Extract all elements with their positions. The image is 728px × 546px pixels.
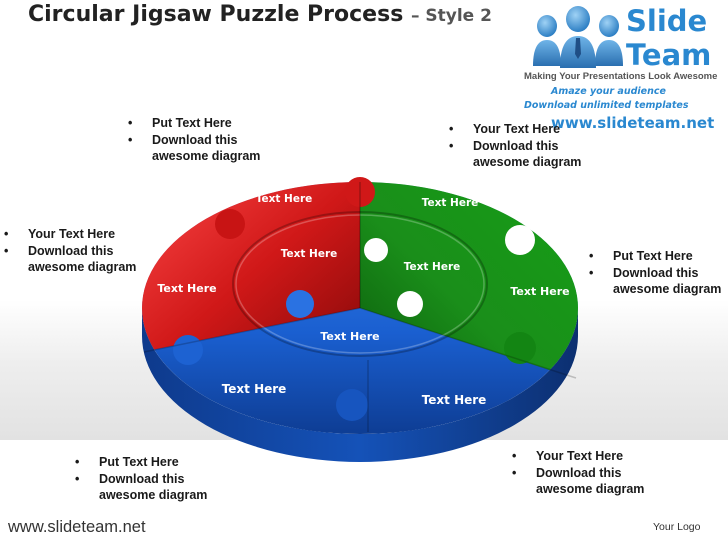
blue-right-label: Text Here [422,393,487,407]
bullet-item: awesome diagram [99,488,208,502]
bullet-item: Download this [589,265,721,282]
title-style: – Style 2 [410,6,492,26]
inner-blue-label: Text Here [320,330,379,343]
puzzle-tab [345,177,375,207]
red-top-label: Text Here [256,193,313,205]
page-title: Circular Jigsaw Puzzle Process – Style 2 [28,2,492,27]
bullets-bottom-right: Your Text Here Download this awesome dia… [512,448,644,498]
title-main: Circular Jigsaw Puzzle Process [28,2,404,27]
puzzle-tab [215,209,245,239]
bullet-item: Download this [4,243,136,260]
bullets-mid-left: Your Text Here Download this awesome dia… [4,226,136,276]
bullet-item: Your Text Here [512,448,644,465]
puzzle-tab [286,290,314,318]
bullet-item: Your Text Here [4,226,136,243]
bullet-item: Put Text Here [589,248,721,265]
bullets-top-left: Put Text Here Download this awesome diag… [128,115,260,165]
bullet-item: awesome diagram [536,482,645,496]
red-left-label: Text Here [157,282,216,295]
promo-line-2: Download unlimited templates [524,100,689,111]
puzzle-tab [505,225,535,255]
disk-side [142,308,578,462]
logo-placeholder: Your Logo [653,521,701,533]
puzzle-tab [364,238,388,262]
promo-line-1: Amaze your audience [551,86,666,97]
bullets-bottom-left: Put Text Here Download this awesome diag… [75,454,207,504]
bullets-top-right: Your Text Here Download this awesome dia… [449,121,581,171]
green-right-label: Text Here [510,285,569,298]
footer-url[interactable]: www.slideteam.net [8,518,146,536]
brand-tagline: Making Your Presentations Look Awesome [524,71,718,82]
bullet-item: Your Text Here [449,121,581,138]
puzzle-tab [173,335,203,365]
green-top-label: Text Here [422,197,479,209]
promo-url[interactable]: www.slideteam.net [551,114,715,132]
puzzle-tab [504,332,536,364]
inner-green-label: Text Here [404,261,461,273]
inner-ring [232,211,488,357]
bullet-item: awesome diagram [28,260,137,274]
puzzle-tab [397,291,423,317]
team-people-icon [533,6,623,68]
bullet-item: awesome diagram [613,282,722,296]
bullet-item: Download this [75,471,207,488]
bullet-item: Download this [449,138,581,155]
bullet-item: awesome diagram [473,155,582,169]
blue-left-label: Text Here [222,382,287,396]
bullet-item: Download this [512,465,644,482]
brand-name-team: Team [626,38,712,72]
bullet-item: Download this [128,132,260,149]
inner-red-label: Text Here [281,248,338,260]
bullet-item: Put Text Here [75,454,207,471]
bullet-item: awesome diagram [152,149,261,163]
brand-name-slide: Slide [626,4,708,38]
puzzle-tab [336,389,368,421]
bullets-mid-right: Put Text Here Download this awesome diag… [589,248,721,298]
bullet-item: Put Text Here [128,115,260,132]
